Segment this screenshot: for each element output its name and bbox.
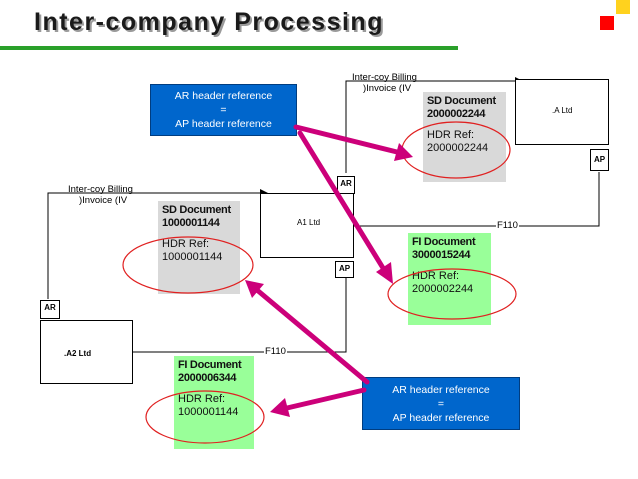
- billing-label-left-line2: )Invoice (IV: [79, 195, 128, 206]
- sd-left-number: 1000001144: [162, 217, 220, 229]
- note-top-line3: AP header reference: [175, 118, 272, 130]
- company-name-a: .A Ltd: [552, 106, 573, 115]
- billing-label-right-line1: Inter-coy Billing: [352, 72, 417, 83]
- billing-label-right: Inter-coy Billing )Invoice (IV: [352, 72, 417, 94]
- a1-ar-tag: AR: [337, 176, 355, 194]
- f110-line-right: [354, 172, 600, 227]
- company-name-a1: A1 Ltd: [297, 218, 321, 227]
- magenta-arrow-to-sd-right: [293, 124, 400, 155]
- note-bottom-line2: =: [437, 397, 445, 410]
- billing-line-right: [345, 80, 515, 173]
- sd-right-number: 2000002244: [427, 108, 486, 120]
- f110-line-left: [133, 278, 347, 353]
- highlight-ellipse-fi-right: [387, 268, 517, 320]
- yellow-square-decoration: [616, 0, 630, 14]
- fi-left-ref-value: 1000001144: [178, 406, 239, 418]
- magenta-arrow-to-fi-left: [284, 387, 367, 411]
- sd-left-ref-value: 1000001144: [162, 251, 223, 263]
- magenta-arrowhead-sd-right: [394, 143, 413, 161]
- fi-right-ref-value: 2000002244: [412, 283, 474, 295]
- magenta-arrowhead-fi-left: [270, 398, 290, 417]
- fi-left-number: 2000006344: [178, 372, 237, 384]
- sd-right-title: SD Document: [427, 95, 496, 107]
- f110-label-right: F110: [496, 220, 519, 231]
- sd-right-ref-label: HDR Ref:: [427, 129, 475, 141]
- note-top-line2: =: [220, 104, 227, 116]
- company-name-a2: .A2 Ltd: [64, 349, 92, 358]
- fi-right-ref-label: HDR Ref:: [412, 270, 460, 282]
- a2-ar-tag: AR: [40, 300, 60, 319]
- note-bottom-line1: AR header reference: [392, 383, 490, 396]
- magenta-arrow-to-fi-right: [297, 130, 386, 271]
- sd-right-ref-value: 2000002244: [427, 142, 489, 154]
- billing-line-left: [47, 192, 260, 299]
- note-top-line1: AR header reference: [174, 90, 273, 102]
- note-bottom-line3: AP header reference: [392, 411, 490, 424]
- title-underline: [0, 46, 458, 50]
- billing-label-left-line1: Inter-coy Billing: [68, 184, 133, 195]
- header-reference-note-top: AR header reference = AP header referenc…: [150, 84, 297, 136]
- page-title: Inter-company Processing: [34, 8, 384, 36]
- company-box-a2: .A2 Ltd: [40, 320, 133, 384]
- fi-document-right: FI Document 3000015244 HDR Ref: 20000022…: [408, 233, 491, 325]
- fi-right-title: FI Document: [412, 236, 476, 248]
- billing-label-left: Inter-coy Billing )Invoice (IV: [68, 184, 133, 206]
- f110-label-left: F110: [264, 346, 287, 357]
- company-box-a: .A Ltd: [515, 79, 609, 145]
- magenta-arrowhead-sd-left: [245, 280, 264, 298]
- a1-ap-tag: AP: [335, 261, 354, 278]
- highlight-ellipse-fi-left: [145, 390, 265, 444]
- sd-left-ref-label: HDR Ref:: [162, 238, 210, 250]
- sd-left-title: SD Document: [162, 204, 231, 216]
- highlight-ellipse-sd-right: [401, 121, 511, 179]
- fi-document-left: FI Document 2000006344 HDR Ref: 10000011…: [174, 356, 254, 449]
- fi-right-number: 3000015244: [412, 249, 471, 261]
- company-box-a1: A1 Ltd: [260, 193, 354, 258]
- highlight-ellipse-sd-left: [122, 236, 254, 294]
- sd-document-right: SD Document 2000002244 HDR Ref: 20000022…: [423, 92, 506, 182]
- a-ap-tag: AP: [590, 149, 609, 171]
- red-square-decoration: [600, 16, 614, 30]
- billing-label-right-line2: )Invoice (IV: [363, 83, 412, 94]
- fi-left-ref-label: HDR Ref:: [178, 393, 226, 405]
- magenta-arrowhead-fi-right: [376, 262, 393, 284]
- header-reference-note-bottom: AR header reference = AP header referenc…: [362, 377, 520, 430]
- sd-document-left: SD Document 1000001144 HDR Ref: 10000011…: [158, 201, 240, 294]
- fi-left-title: FI Document: [178, 359, 242, 371]
- magenta-arrow-to-sd-left: [254, 287, 370, 385]
